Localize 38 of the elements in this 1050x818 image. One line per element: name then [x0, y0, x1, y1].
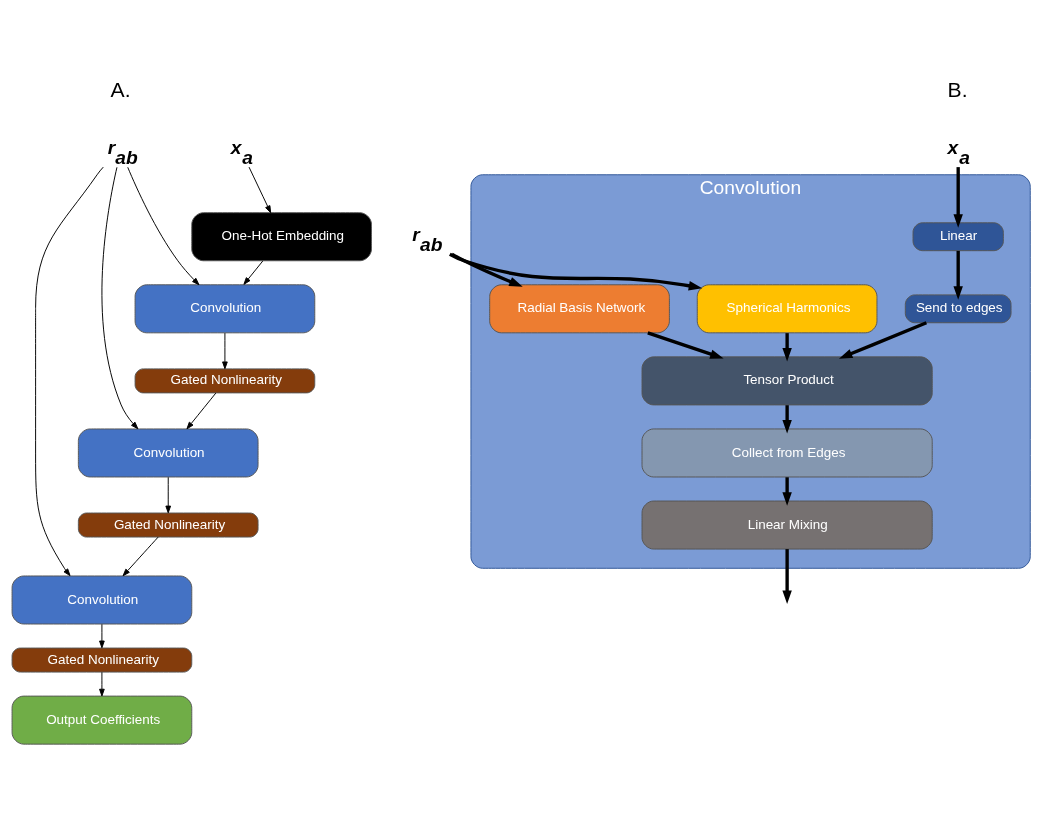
- arrow: [165, 476, 172, 514]
- arrow: [451, 252, 523, 287]
- node-box: Gated Nonlinearity: [134, 368, 316, 394]
- arrow: [449, 252, 703, 291]
- arrow: [782, 405, 792, 434]
- node-box: Collect from Edges: [641, 428, 933, 478]
- arrow: [647, 331, 724, 359]
- label: B.: [947, 77, 968, 101]
- node-box: Radial Basis Network: [489, 284, 670, 334]
- arrow: [186, 392, 217, 430]
- node-box: Tensor Product: [641, 356, 933, 406]
- node-box: One-Hot Embedding: [191, 212, 372, 262]
- arrow: [122, 536, 159, 577]
- arrow: [838, 321, 928, 359]
- arrow: [101, 166, 139, 430]
- node-box: Linear: [912, 222, 1004, 252]
- arrow: [782, 549, 792, 605]
- node-box: Spherical Harmonics: [696, 284, 878, 334]
- arrow: [782, 477, 792, 506]
- arrow: [953, 167, 963, 228]
- arrow: [248, 166, 272, 214]
- arrow: [127, 166, 200, 286]
- arrow: [222, 332, 228, 370]
- label: A.: [110, 77, 131, 101]
- node-box: Convolution: [11, 575, 193, 625]
- arrow: [35, 166, 104, 577]
- arrow: [99, 671, 105, 697]
- node-box: Gated Nonlinearity: [11, 647, 193, 673]
- node-box: Output Coefficients: [11, 695, 193, 745]
- node-box: Linear Mixing: [641, 500, 933, 550]
- arrow: [99, 623, 105, 649]
- arrow: [782, 333, 792, 362]
- node-box: Gated Nonlinearity: [77, 512, 259, 538]
- node-box: Send to edges: [904, 294, 1012, 324]
- node-box: Convolution: [134, 284, 316, 334]
- arrow: [243, 260, 264, 285]
- node-box: Convolution: [77, 428, 259, 478]
- arrow: [953, 250, 963, 300]
